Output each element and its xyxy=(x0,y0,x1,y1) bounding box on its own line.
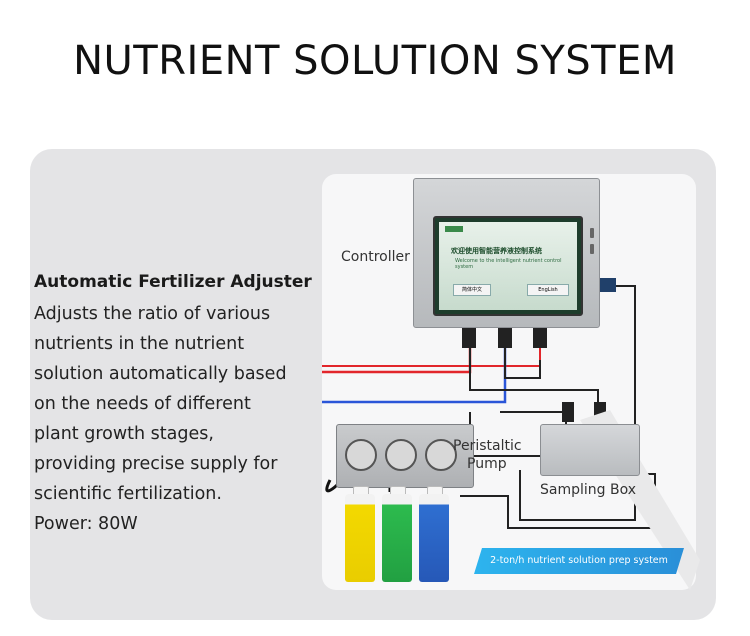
peristaltic-pump xyxy=(336,424,474,488)
pump-head-icon xyxy=(425,439,457,471)
bottle-blue xyxy=(419,494,449,582)
feature-description-line: Adjusts the ratio of various xyxy=(34,304,271,324)
connector xyxy=(598,278,616,292)
black-wire xyxy=(504,345,541,379)
bottle-yellow xyxy=(345,494,375,582)
brand-logo-icon xyxy=(445,226,463,232)
connector xyxy=(498,326,512,348)
feature-text: Automatic Fertilizer Adjuster Adjusts th… xyxy=(34,272,334,539)
system-banner: 2-ton/h nutrient solution prep system xyxy=(474,548,684,574)
connector xyxy=(533,326,547,348)
page-title: NUTRIENT SOLUTION SYSTEM xyxy=(73,38,677,84)
black-wire xyxy=(460,473,656,529)
pump-head-icon xyxy=(345,439,377,471)
connector xyxy=(562,402,574,422)
feature-description-line: solution automatically based xyxy=(34,364,287,384)
sampling-box xyxy=(540,424,640,476)
screen-display: 欢迎使用智能营养液控制系统 Welcome to the intelligent… xyxy=(439,222,577,310)
controller-screen: 欢迎使用智能营养液控制系统 Welcome to the intelligent… xyxy=(433,216,583,316)
controller-label: Controller xyxy=(341,249,410,265)
connector xyxy=(462,326,476,348)
feature-description-line: on the needs of different xyxy=(34,394,251,414)
feature-description-line: providing precise supply for xyxy=(34,454,278,474)
screen-title: 欢迎使用智能营养液控制系统 xyxy=(451,247,542,255)
peristaltic-label: Peristaltic xyxy=(453,438,522,454)
english-button[interactable]: EngLish xyxy=(527,284,569,296)
bottle-green xyxy=(382,494,412,582)
screen-subtitle: Welcome to the intelligent nutrient cont… xyxy=(455,258,562,270)
feature-heading: Automatic Fertilizer Adjuster xyxy=(34,272,312,292)
pump-head-icon xyxy=(385,439,417,471)
sampling-box-label: Sampling Box xyxy=(540,482,637,498)
power-spec: Power: 80W xyxy=(34,514,138,534)
black-wire xyxy=(519,285,636,521)
feature-description-line: plant growth stages, xyxy=(34,424,214,444)
side-indicator xyxy=(590,244,594,254)
feature-description-line: nutrients in the nutrient xyxy=(34,334,245,354)
feature-description-line: scientific fertilization. xyxy=(34,484,222,504)
black-wire xyxy=(500,411,567,424)
chinese-button[interactable]: 简体中文 xyxy=(453,284,491,296)
pump-label: Pump xyxy=(467,456,507,472)
red-wire xyxy=(322,340,472,374)
side-indicator xyxy=(590,228,594,238)
